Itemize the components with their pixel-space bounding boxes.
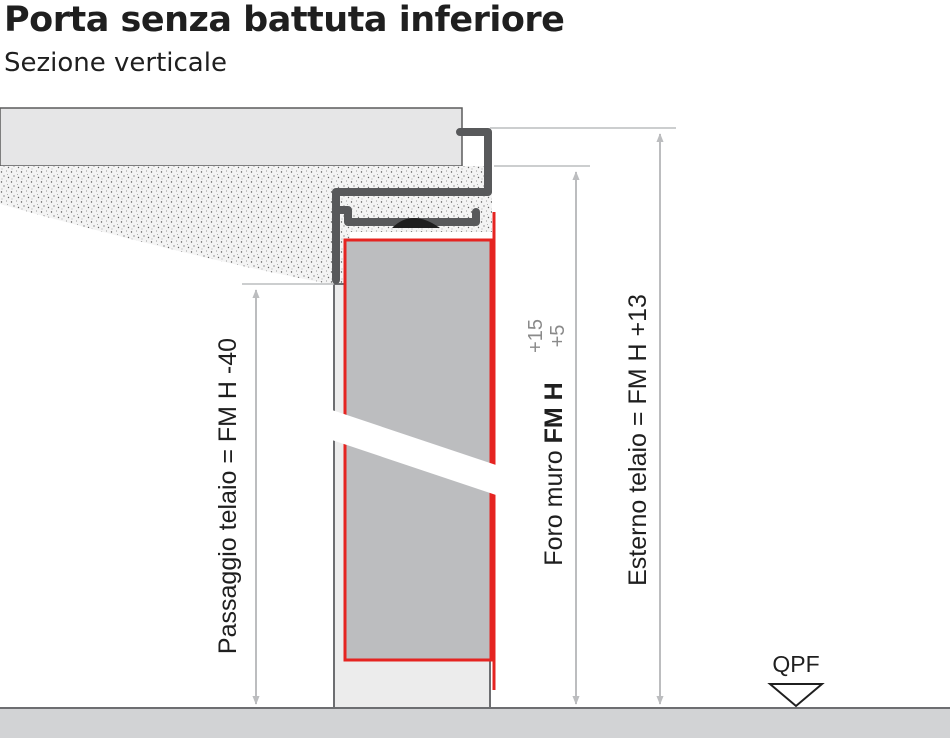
label-passaggio: Passaggio telaio = FM H -40 [214, 338, 242, 654]
label-foro-tol-minus: +5 [547, 325, 569, 348]
break-line [320, 406, 505, 498]
diagram-title: Porta senza battuta inferiore [4, 0, 565, 40]
door-gasket [392, 218, 440, 228]
label-esterno: Esterno telaio = FM H +13 [624, 294, 652, 586]
diagram-subtitle: Sezione verticale [4, 48, 227, 78]
floor-reference-label: QPF [772, 651, 819, 677]
lintel-wall [0, 107, 463, 167]
label-foro: Foro muro FM H [540, 382, 568, 565]
floor-reference-triangle-icon [767, 683, 825, 708]
floor-slab [0, 708, 950, 738]
label-foro-tol-plus: +15 [525, 319, 547, 353]
